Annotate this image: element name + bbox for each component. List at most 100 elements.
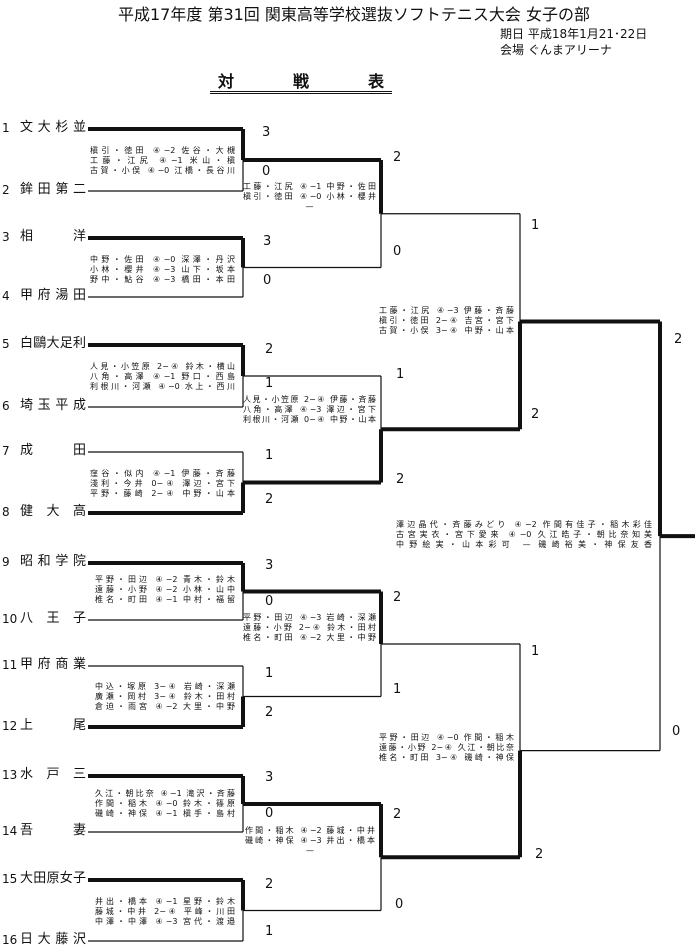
match-detail-line: 廣瀬・岡村 3−④ 鈴木・田村 <box>95 692 235 701</box>
match-detail-line: 倉迫・雨宮 ④−2 大里・中野 <box>95 702 235 711</box>
team-name[interactable]: 昭和学院 <box>20 554 86 569</box>
match-detail-line: 槇引・徳田 2−④ 吉宮・宮下 <box>379 316 514 325</box>
match-score: 2 <box>535 847 544 862</box>
team-seed: 13 <box>2 768 18 782</box>
team-seed: 7 <box>2 444 10 458</box>
team-seed: 12 <box>2 719 18 733</box>
match-detail-line: 平野・田辺 ④−2 青木・鈴木 <box>95 575 235 584</box>
team-name[interactable]: 成田 <box>20 443 86 458</box>
match-detail-line: 遠藤・小野 2−④ 鈴木・田村 <box>243 623 376 632</box>
match-score: 0 <box>395 897 404 912</box>
team-name[interactable]: 埼玉平成 <box>20 398 86 413</box>
match-score: 2 <box>396 472 405 487</box>
match-details: 工藤・江尻 ④−1 中野・佐田槇引・徳田 ④−0 小林・櫻井— <box>243 182 376 212</box>
team-name[interactable]: 水戸三 <box>20 767 86 782</box>
match-details: 平野・田辺 ④−0 作間・稲木遠藤・小野 2−④ 久江・朝比奈椎名・町田 3−④… <box>379 733 514 763</box>
match-detail-line: 久江・朝比奈 ④−1 滝沢・斉藤 <box>95 789 235 798</box>
match-score: 3 <box>265 770 274 785</box>
team-seed: 16 <box>2 933 18 947</box>
team-seed: 8 <box>2 505 10 519</box>
team-name[interactable]: 日大藤沢 <box>20 932 86 947</box>
match-detail-line: 槇引・徳田 ④−2 佐谷・大槻 <box>90 146 235 155</box>
match-score: 2 <box>265 705 274 720</box>
match-score: 0 <box>262 164 271 179</box>
match-detail-line: 工藤・江尻 ④−3 伊藤・斉藤 <box>379 306 514 315</box>
match-detail-line: 古賀・小俣 ④−0 江橋・長谷川 <box>90 166 235 175</box>
match-details: 窪谷・似内 ④−1 伊藤・斉藤淺利・今井 0−④ 澤辺・宮下平野・藤崎 2−④ … <box>90 469 235 499</box>
team-name[interactable]: 相洋 <box>20 229 86 244</box>
team-name[interactable]: 八王子 <box>20 611 86 626</box>
match-details: 作間・稲木 ④−2 藤城・中井磯崎・神保 ④−3 井出・橋本— <box>245 826 375 856</box>
match-details: 井出・橋本 ④−1 星野・鈴木藤城・中井 2−④ 平峰・川田中澤・中澤 ④−3 … <box>95 897 235 927</box>
match-details: 槇引・徳田 ④−2 佐谷・大槻工藤・江尻 ④−1 米山・槇古賀・小俣 ④−0 江… <box>90 146 235 176</box>
team-name[interactable]: 大田原女子 <box>20 871 86 886</box>
match-details: 平野・田辺 ④−3 岩崎・深瀬遠藤・小野 2−④ 鈴木・田村椎名・町田 ④−2 … <box>243 613 376 643</box>
match-detail-line: 椎名・町田 ④−1 中村・福留 <box>95 595 235 604</box>
team-name[interactable]: 吾妻 <box>20 823 86 838</box>
match-score: 3 <box>263 234 272 249</box>
match-score: 2 <box>265 342 274 357</box>
match-detail-line: 人見・小笠原 2−④ 伊藤・斉藤 <box>243 395 376 404</box>
document-title: 平成17年度 第31回 関東高等学校選抜ソフトテニス大会 女子の部 <box>118 5 590 24</box>
match-detail-line: 中込・塚原 3−④ 岩崎・深瀬 <box>95 682 235 691</box>
match-detail-line: — <box>305 202 314 211</box>
match-score: 3 <box>265 558 274 573</box>
bracket-heading: 対戦表 <box>210 72 392 94</box>
match-details: 中込・塚原 3−④ 岩崎・深瀬廣瀬・岡村 3−④ 鈴木・田村倉迫・雨宮 ④−2 … <box>95 682 235 712</box>
match-details: 澤辺晶代・斉藤みどり ④−2 作間有佳子・稲木彩佳古宮実衣・宮下愛来 ④−0 久… <box>396 520 652 550</box>
match-score: 2 <box>393 807 402 822</box>
match-detail-line: 中野・佐田 ④−0 深澤・丹沢 <box>90 255 235 264</box>
match-detail-line: 作間・稲木 ④−0 鈴木・篠原 <box>95 799 235 808</box>
match-detail-line: 八角・高澤 ④−3 澤辺・宮下 <box>243 405 376 414</box>
match-detail-line: 井出・橋本 ④−1 星野・鈴木 <box>95 897 235 906</box>
match-detail-line: 遠藤・小野 ④−2 小林・山中 <box>95 585 235 594</box>
team-seed: 1 <box>2 121 10 135</box>
match-detail-line: 椎名・町田 ④−2 大里・中野 <box>243 633 376 642</box>
match-detail-line: 椎名・町田 3−④ 磯崎・神保 <box>379 753 514 762</box>
match-details: 人見・小笠原 2−④ 鈴木・横山八角・高澤 ④−1 野口・西島利根川・河瀬 ④−… <box>90 362 235 392</box>
match-detail-line: 野中・鮎谷 ④−3 橋田・本田 <box>90 275 235 284</box>
match-details: 久江・朝比奈 ④−1 滝沢・斉藤作間・稲木 ④−0 鈴木・篠原磯崎・神保 ④−1… <box>95 789 235 819</box>
match-score: 0 <box>263 273 272 288</box>
team-name[interactable]: 上尾 <box>20 718 86 733</box>
match-score: 1 <box>265 448 274 463</box>
team-seed: 9 <box>2 555 10 569</box>
team-seed: 11 <box>2 658 18 672</box>
match-details: 人見・小笠原 2−④ 伊藤・斉藤八角・高澤 ④−3 澤辺・宮下利根川・河瀬 0−… <box>243 395 376 425</box>
match-score: 2 <box>265 877 274 892</box>
match-detail-line: 八角・高澤 ④−1 野口・西島 <box>90 372 235 381</box>
match-detail-line: 遠藤・小野 2−④ 久江・朝比奈 <box>379 743 514 752</box>
match-details: 中野・佐田 ④−0 深澤・丹沢小林・櫻井 ④−3 山下・坂本野中・鮎谷 ④−3 … <box>90 255 235 285</box>
match-score: 3 <box>262 125 271 140</box>
team-name[interactable]: 甲府湯田 <box>20 288 86 303</box>
team-name[interactable]: 文大杉並 <box>20 120 86 135</box>
match-detail-line: 工藤・江尻 ④−1 米山・槇 <box>90 156 235 165</box>
team-seed: 5 <box>2 337 10 351</box>
team-name[interactable]: 甲府商業 <box>20 657 86 672</box>
match-detail-line: 平野・田辺 ④−3 岩崎・深瀬 <box>243 613 376 622</box>
match-score: 2 <box>674 332 683 347</box>
team-name[interactable]: 健大高 <box>20 504 86 519</box>
event-date: 期日 平成18年1月21･22日 <box>500 27 648 41</box>
match-detail-line: 利根川・河瀬 0−④ 中野・山本 <box>243 415 376 424</box>
match-score: 0 <box>393 244 402 259</box>
match-detail-line: 中野絵実・山本彩可 — 磯崎裕美・神保友香 <box>396 540 652 549</box>
match-detail-line: 中澤・中澤 ④−3 宮代・渡邉 <box>95 917 235 926</box>
match-score: 2 <box>265 492 274 507</box>
team-name[interactable]: 白鷗大足利 <box>20 336 86 351</box>
team-name[interactable]: 鉾田第二 <box>20 182 86 197</box>
match-score: 0 <box>265 594 274 609</box>
match-detail-line: 利根川・河瀬 ④−0 水上・西川 <box>90 382 235 391</box>
match-details: 工藤・江尻 ④−3 伊藤・斉藤槇引・徳田 2−④ 吉宮・宮下古賀・小俣 3−④ … <box>379 306 514 336</box>
match-detail-line: 人見・小笠原 2−④ 鈴木・横山 <box>90 362 235 371</box>
match-score: 1 <box>531 644 540 659</box>
match-score: 1 <box>265 666 274 681</box>
match-detail-line: 平野・田辺 ④−0 作間・稲木 <box>379 733 514 742</box>
match-detail-line: 澤辺晶代・斉藤みどり ④−2 作間有佳子・稲木彩佳 <box>396 520 652 529</box>
team-seed: 14 <box>2 824 18 838</box>
match-score: 1 <box>265 924 274 939</box>
match-score: 2 <box>393 150 402 165</box>
match-detail-line: 藤城・中井 2−④ 平峰・川田 <box>95 907 235 916</box>
